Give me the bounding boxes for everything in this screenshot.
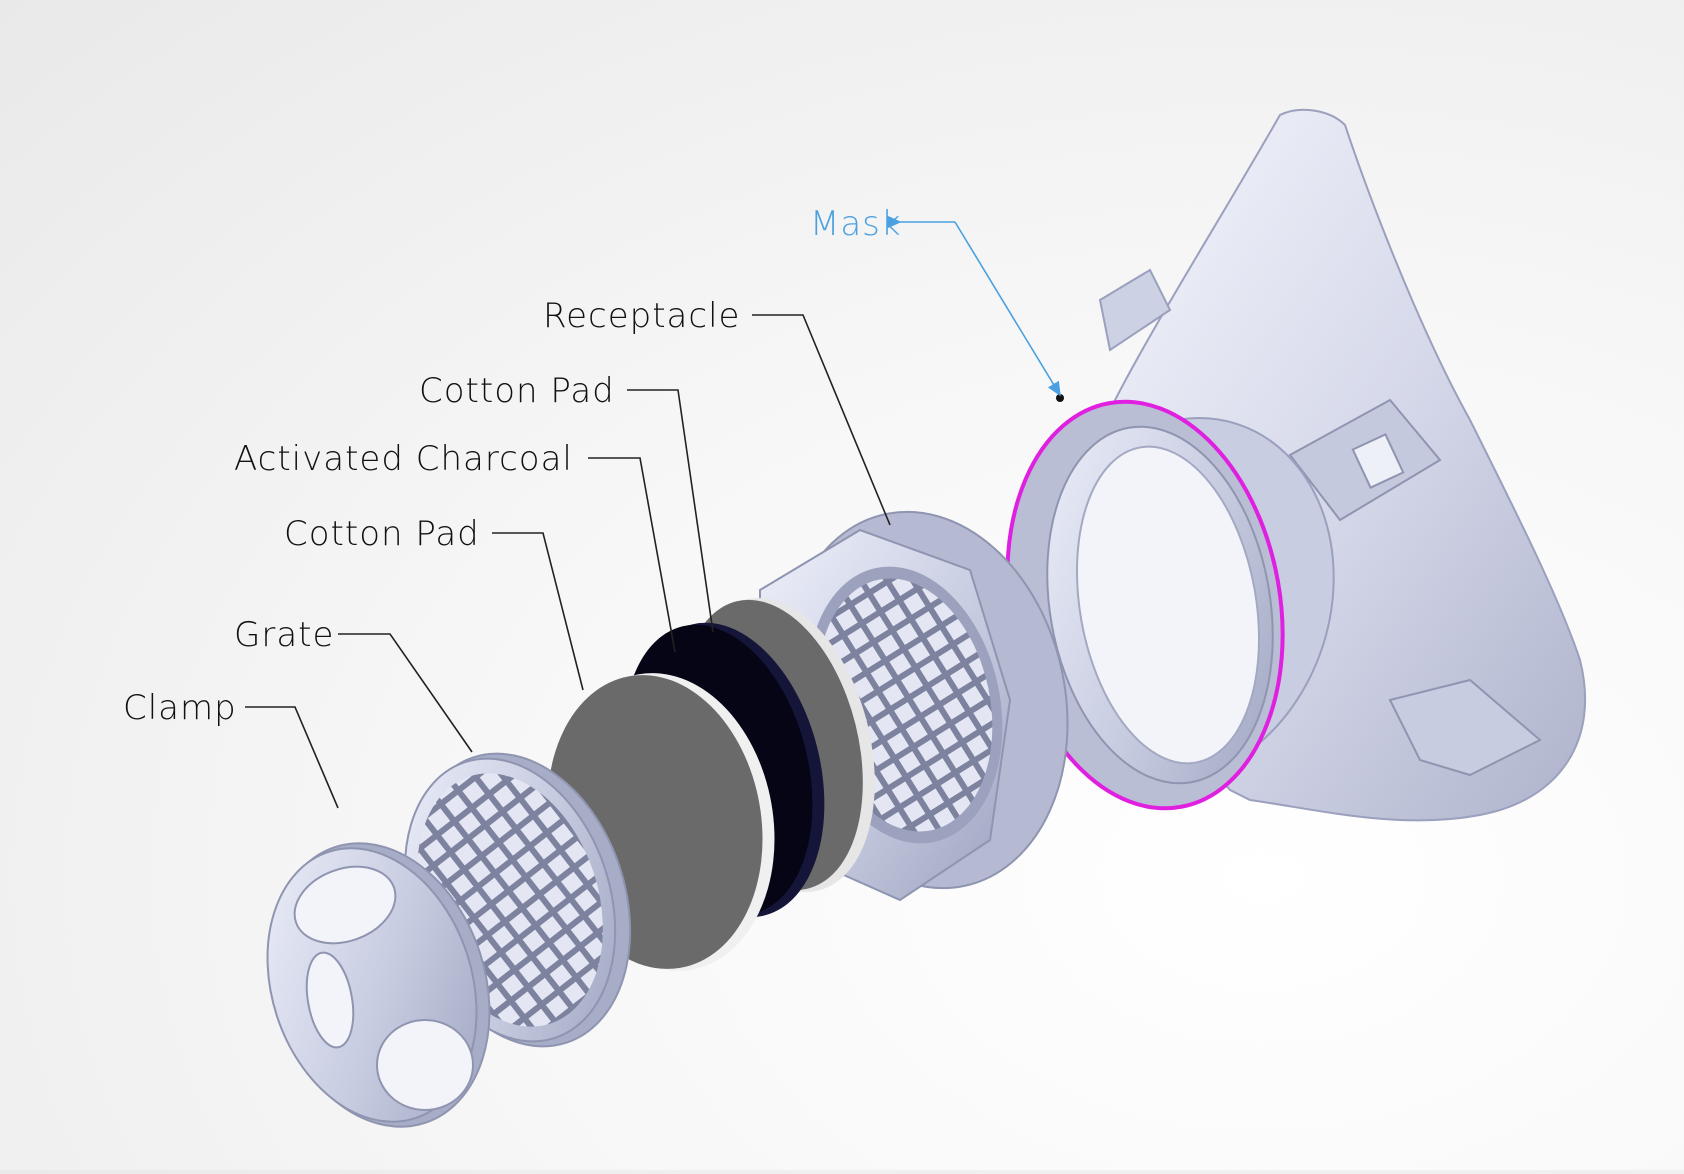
cotton-pad-back-label: Cotton Pad	[419, 371, 615, 411]
clamp-label: Clamp	[123, 688, 237, 728]
grate-label: Grate	[234, 615, 335, 655]
activated-charcoal-label: Activated Charcoal	[234, 439, 573, 479]
leader-activated-charcoal	[588, 457, 676, 653]
leader-mask	[887, 215, 1061, 397]
leader-receptacle	[752, 314, 891, 526]
leader-clamp	[245, 706, 339, 809]
leader-grate	[338, 633, 473, 753]
mask-part	[1005, 108, 1587, 822]
leader-cotton-pad-front	[492, 532, 584, 691]
receptacle-label: Receptacle	[543, 296, 741, 336]
clamp-part	[266, 842, 491, 1128]
mask-label: Mask	[810, 204, 902, 244]
leader-lines	[245, 314, 891, 809]
cotton-pad-front-label: Cotton Pad	[284, 514, 480, 554]
leader-cotton-pad-back	[627, 389, 714, 633]
